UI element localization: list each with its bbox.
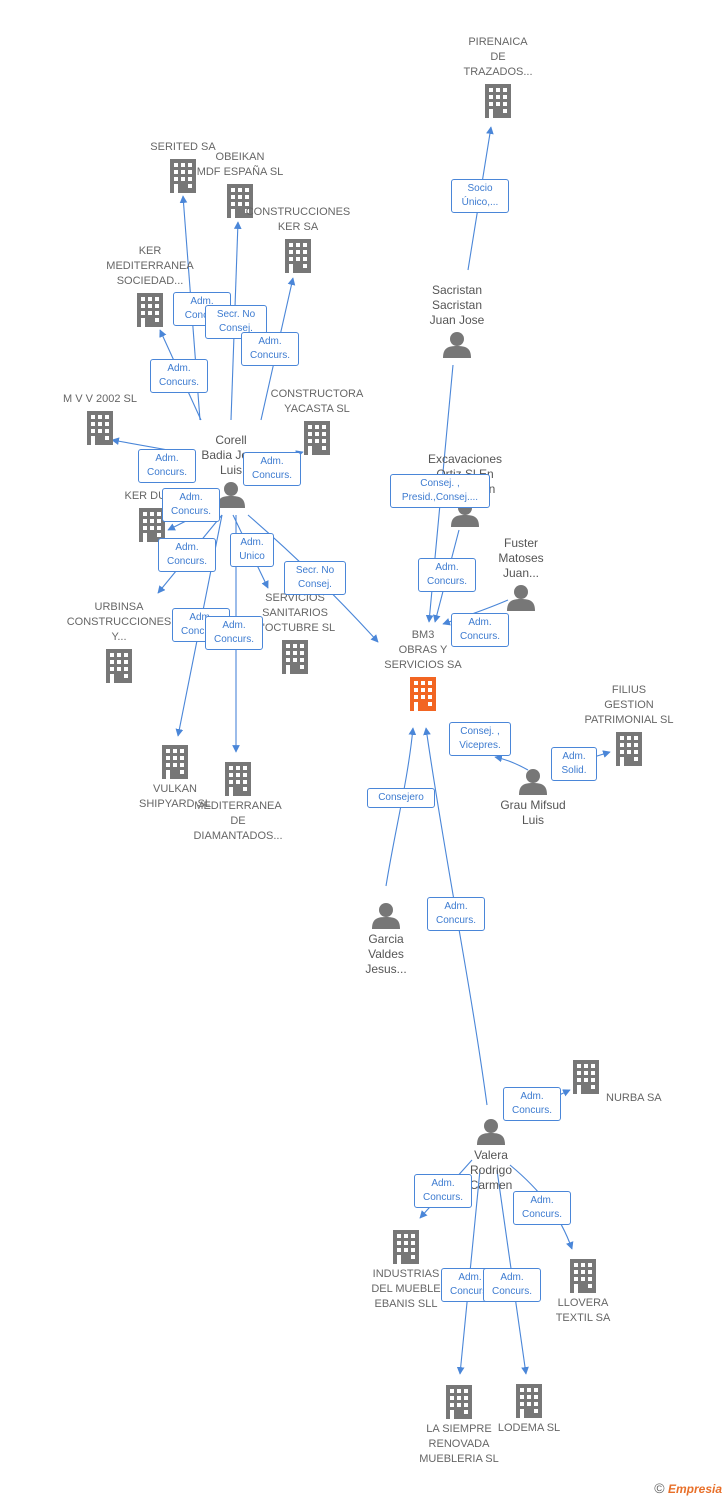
node-label-ker_mediterranea[interactable]: KER MEDITERRANEA SOCIEDAD...: [106, 245, 194, 287]
edge-label-e13[interactable]: Adm. Concurs.: [205, 616, 263, 650]
edge-label-e22[interactable]: Adm. Concurs.: [414, 1174, 472, 1208]
building-icon[interactable]: [446, 1385, 472, 1419]
node-label-siempre[interactable]: LA SIEMPRE RENOVADA MUEBLERIA SL: [419, 1423, 499, 1465]
building-icon[interactable]: [570, 1259, 596, 1293]
building-icon[interactable]: [137, 293, 163, 327]
brand-logo[interactable]: Empresia: [667, 1482, 722, 1496]
edge-label-e23[interactable]: Adm. Concurs.: [513, 1191, 571, 1225]
edge-label-e20[interactable]: Adm. Concurs.: [427, 897, 485, 931]
edge-label-e18[interactable]: Adm. Solid.: [551, 747, 597, 781]
edge-label-e7[interactable]: Adm. Concurs.: [243, 452, 301, 486]
edge-label-e9[interactable]: Adm. Concurs.: [158, 538, 216, 572]
building-icon[interactable]: [162, 745, 188, 779]
node-label-industrias[interactable]: INDUSTRIAS DEL MUEBLE EBANIS SLL: [371, 1268, 441, 1310]
node-label-construcciones_ker[interactable]: CONSTRUCCIONES KER SA: [245, 206, 351, 233]
node-label-garcia[interactable]: Garcia Valdes Jesus...: [365, 932, 407, 976]
building-icon[interactable]: [170, 159, 196, 193]
edge-label-e21[interactable]: Adm. Concurs.: [503, 1087, 561, 1121]
node-label-urbinsa[interactable]: URBINSA CONSTRUCCIONES Y...: [66, 601, 172, 643]
building-icon[interactable]: [485, 84, 511, 118]
person-icon[interactable]: [372, 903, 400, 929]
building-icon[interactable]: [616, 732, 642, 766]
node-label-nurba[interactable]: NURBA SA: [606, 1092, 662, 1104]
edge-label-e4[interactable]: Adm. Concurs.: [241, 332, 299, 366]
copyright-icon: ©: [654, 1480, 665, 1496]
building-icon[interactable]: [285, 239, 311, 273]
footer: © Empresia: [654, 1480, 722, 1496]
building-icon[interactable]: [225, 762, 251, 796]
node-label-fuster[interactable]: Fuster Matoses Juan...: [498, 536, 544, 580]
node-label-vulkan[interactable]: VULKAN SHIPYARD SL: [139, 783, 211, 810]
edge-label-e19[interactable]: Consejero: [367, 788, 435, 808]
node-label-sacristan[interactable]: Sacristan Sacristan Juan Jose: [429, 283, 485, 327]
building-icon[interactable]: [516, 1384, 542, 1418]
node-label-valera[interactable]: Valera Rodrigo Carmen: [469, 1148, 513, 1192]
edge-label-e25[interactable]: Adm. Concurs.: [483, 1268, 541, 1302]
node-label-serited[interactable]: SERITED SA: [150, 141, 216, 153]
person-icon[interactable]: [443, 332, 471, 358]
node-label-yacasta[interactable]: CONSTRUCTORA YACASTA SL: [270, 388, 364, 415]
building-icon[interactable]: [282, 640, 308, 674]
node-label-bm3[interactable]: BM3 OBRAS Y SERVICIOS SA: [384, 629, 462, 671]
node-label-med_diamantados[interactable]: MEDITERRANEA DE DIAMANTADOS...: [193, 800, 283, 842]
node-label-llovera[interactable]: LLOVERA TEXTIL SA: [555, 1297, 611, 1324]
edge-label-e17[interactable]: Consej. , Vicepres.: [449, 722, 511, 756]
building-icon[interactable]: [573, 1060, 599, 1094]
node-label-filius[interactable]: FILIUS GESTION PATRIMONIAL SL: [584, 684, 674, 726]
building-icon[interactable]: [87, 411, 113, 445]
node-label-mvv[interactable]: M V V 2002 SL: [63, 393, 137, 405]
edge-label-e16[interactable]: Adm. Concurs.: [451, 613, 509, 647]
node-label-grau[interactable]: Grau Mifsud Luis: [500, 798, 566, 827]
edge-line-e17: [494, 754, 529, 771]
node-label-obeikan[interactable]: OBEIKAN MDF ESPAÑA SL: [196, 151, 284, 178]
node-label-lodema[interactable]: LODEMA SL: [497, 1422, 561, 1434]
person-icon[interactable]: [507, 585, 535, 611]
node-label-pirenaica[interactable]: PIRENAICA DE TRAZADOS...: [463, 36, 533, 78]
person-icon[interactable]: [477, 1119, 505, 1145]
person-icon[interactable]: [519, 769, 547, 795]
edge-label-e11[interactable]: Secr. No Consej.: [284, 561, 346, 595]
node-label-sanitarios[interactable]: SERVICIOS SANITARIOS D'OCTUBRE SL: [254, 592, 336, 634]
edge-label-e1[interactable]: Socio Único,...: [451, 179, 509, 213]
edge-label-e14[interactable]: Consej. , Presid.,Consej....: [390, 474, 490, 508]
building-icon[interactable]: [304, 421, 330, 455]
edge-label-e10[interactable]: Adm. Unico: [230, 533, 274, 567]
edge-label-e15[interactable]: Adm. Concurs.: [418, 558, 476, 592]
building-icon[interactable]: [393, 1230, 419, 1264]
edge-label-e6[interactable]: Adm. Concurs.: [138, 449, 196, 483]
edge-label-e8[interactable]: Adm. Concurs.: [162, 488, 220, 522]
edge-label-e5[interactable]: Adm. Concurs.: [150, 359, 208, 393]
building-icon[interactable]: [106, 649, 132, 683]
person-icon[interactable]: [217, 482, 245, 508]
focus-building-icon[interactable]: [410, 677, 436, 711]
